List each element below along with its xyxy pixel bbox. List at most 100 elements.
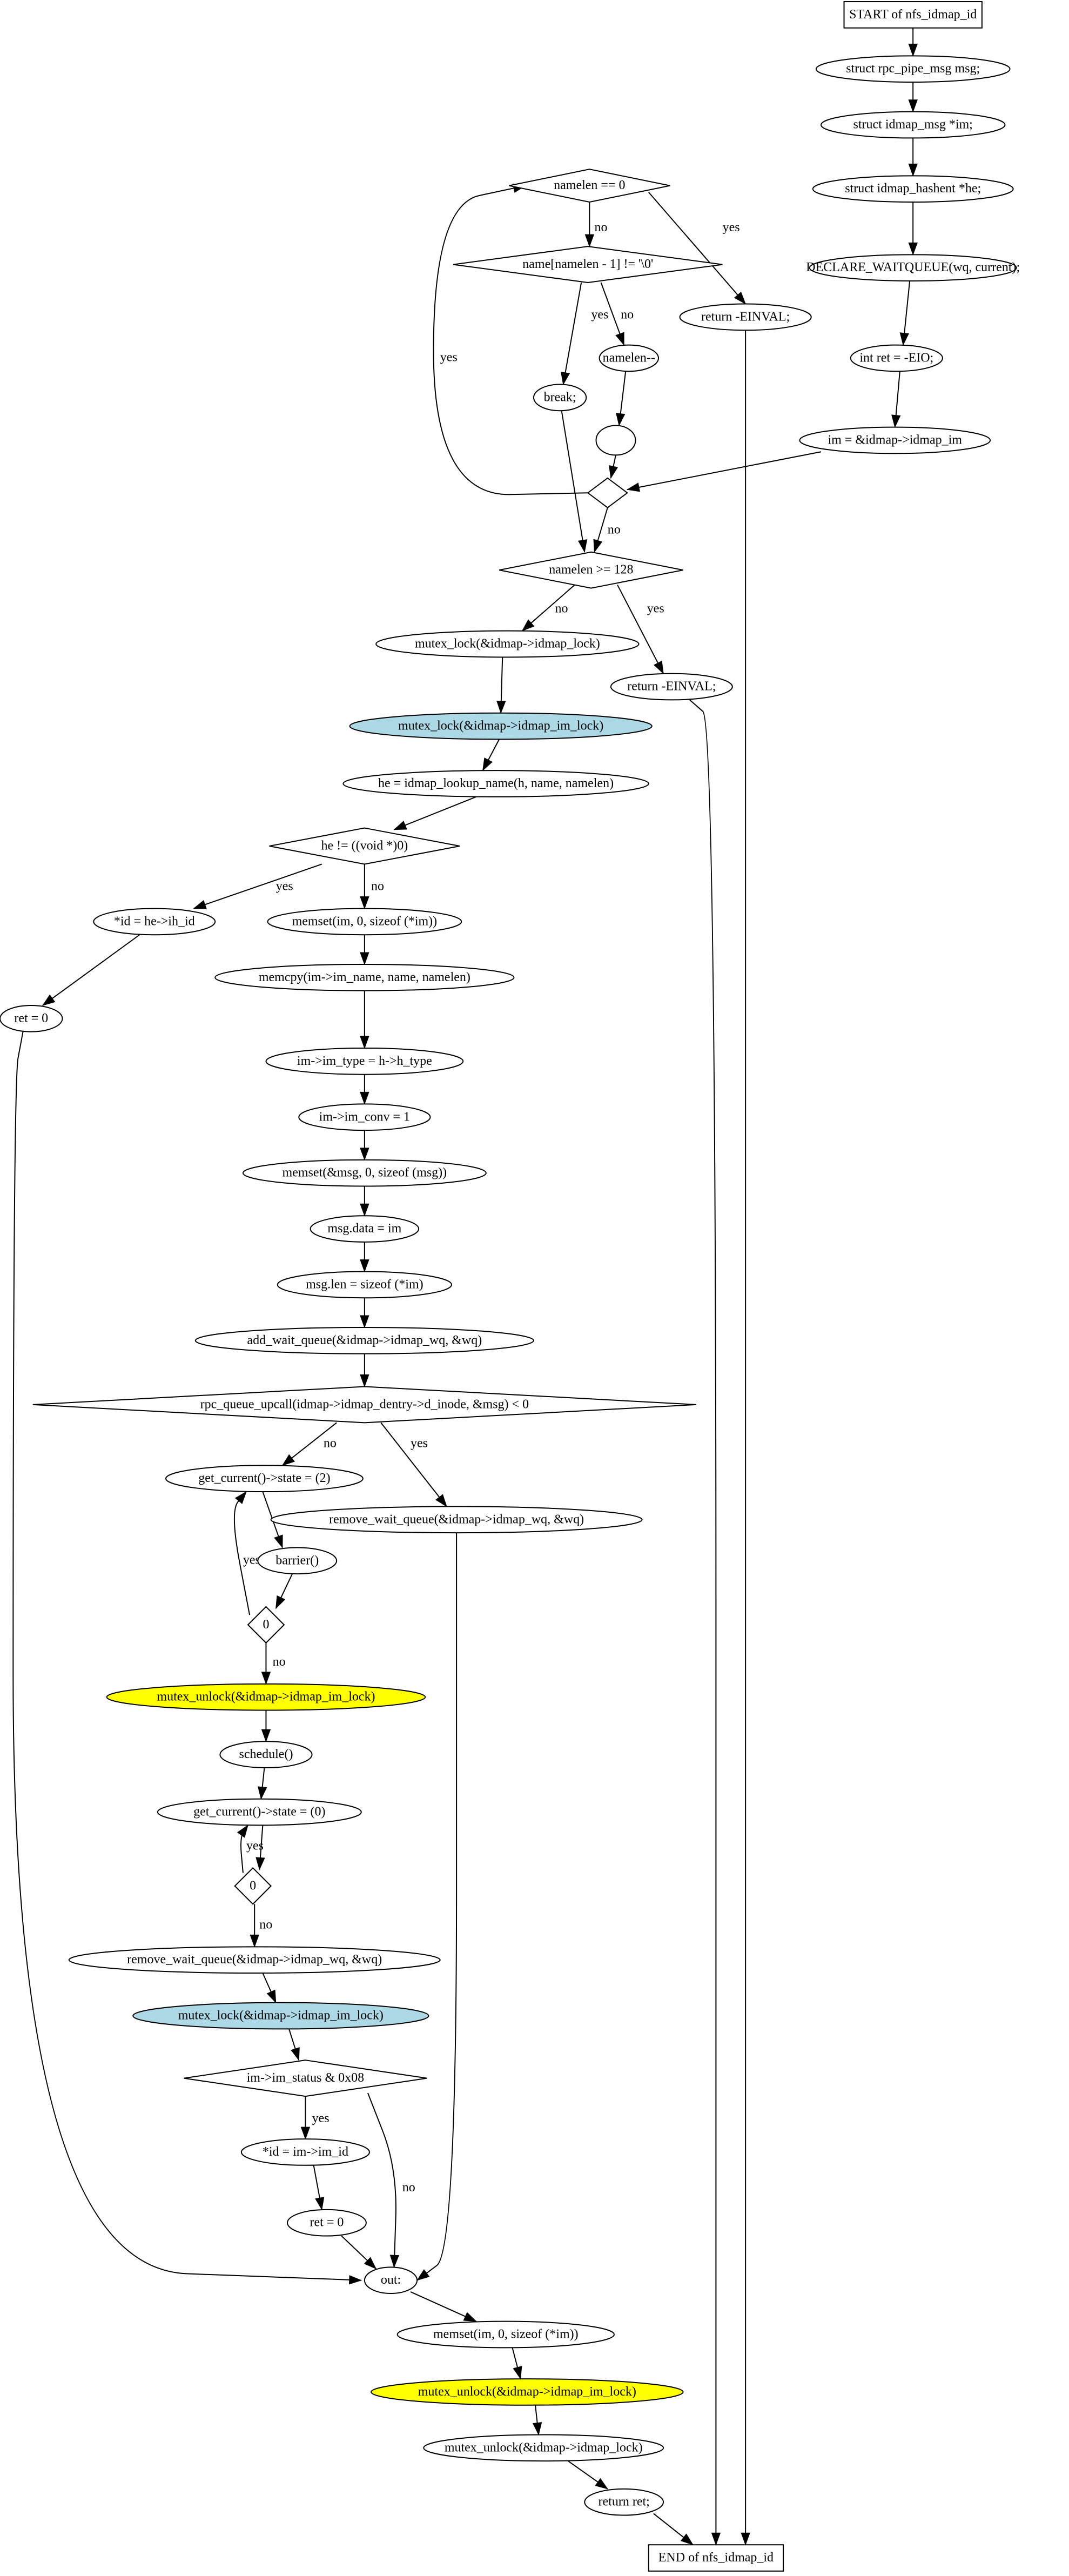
arrow-head <box>899 332 909 346</box>
edge-n9-to-d3 <box>609 455 618 479</box>
arrow-head <box>626 482 641 492</box>
node-diamond <box>499 551 683 589</box>
node-r1: return -EINVAL; <box>679 303 812 331</box>
edge-n12-to-d5 <box>393 796 476 830</box>
edge-n13-to-n15 <box>42 934 140 1006</box>
node-label: get_current()->state = (0) <box>193 1805 325 1819</box>
edge-n2-to-n3 <box>908 138 918 177</box>
node-label: im->im_type = h->h_type <box>297 1054 432 1068</box>
arrow-head <box>360 1374 369 1387</box>
node-label: schedule() <box>239 1747 293 1761</box>
arrow-head <box>595 2478 608 2490</box>
edge-d3-to-d1: yes <box>433 183 588 495</box>
node-ellipse <box>298 1103 431 1131</box>
node-d5: he != ((void *)0) <box>269 827 460 865</box>
arrow-head <box>711 2532 721 2546</box>
node-d3 <box>587 477 628 508</box>
edge-line <box>416 1533 458 2281</box>
arrow-head <box>654 660 664 675</box>
node-ellipse <box>809 254 1017 281</box>
arrow-head <box>521 619 535 632</box>
node-label: memset(im, 0, sizeof (*im)) <box>292 914 438 928</box>
node-ellipse <box>214 963 515 991</box>
arrow-head <box>908 242 918 256</box>
node-label: get_current()->state = (2) <box>198 1471 330 1485</box>
arrow-head <box>360 1315 369 1329</box>
node-ellipse <box>349 712 653 740</box>
node-n25: barrier() <box>257 1547 338 1575</box>
arrow-head <box>274 1534 283 1548</box>
node-n7: namelen-- <box>599 344 660 372</box>
node-label: mutex_unlock(&idmap->idmap_im_lock) <box>157 1690 375 1704</box>
edge-d1-to-d2: no <box>584 202 607 247</box>
node-ellipse <box>799 426 991 454</box>
edge-label: yes <box>591 307 608 321</box>
node-label: name[namelen - 1] != '\0' <box>522 257 653 271</box>
edge-r2-to-end <box>689 699 721 2546</box>
node-ellipse <box>584 2488 664 2516</box>
node-n29: remove_wait_queue(&idmap->idmap_wq, &wq) <box>68 1946 441 1974</box>
node-ellipse <box>0 1004 63 1032</box>
edge-label: no <box>555 602 568 616</box>
node-ellipse <box>242 1159 487 1187</box>
arrow-head <box>616 413 626 427</box>
edge-d3-to-d4: no <box>593 507 621 553</box>
node-ellipse <box>257 1547 338 1575</box>
node-label: msg.len = sizeof (*im) <box>306 1277 423 1291</box>
arrow-head <box>463 2312 477 2322</box>
node-ellipse <box>106 1683 426 1711</box>
node-ellipse <box>132 2002 429 2030</box>
node-label: struct idmap_hashent *he; <box>845 182 981 196</box>
node-n34: mutex_unlock(&idmap->idmap_im_lock) <box>371 2378 684 2406</box>
edge-n34-to-n35 <box>532 2405 542 2436</box>
node-label: START of nfs_idmap_id <box>849 8 977 22</box>
node-ellipse <box>850 344 943 372</box>
edge-line <box>617 585 664 674</box>
node-diamond <box>247 1606 285 1644</box>
node-label: mutex_lock(&idmap->idmap_im_lock) <box>398 719 603 733</box>
edge-start-to-n1 <box>908 28 918 57</box>
edge-line <box>12 1031 361 2281</box>
edge-line <box>380 1422 447 1507</box>
node-label: 0 <box>250 1879 256 1893</box>
node-n3: struct idmap_hashent *he; <box>812 175 1014 203</box>
arrow-head <box>315 2197 325 2211</box>
node-label: memcpy(im->im_name, name, namelen) <box>259 970 470 984</box>
node-n8: break; <box>533 384 587 412</box>
edge-line <box>433 185 588 495</box>
arrow-head <box>908 43 918 57</box>
node-label: memset(im, 0, sizeof (*im)) <box>433 2327 579 2342</box>
node-n15: ret = 0 <box>0 1004 63 1032</box>
node-ellipse <box>310 1215 420 1243</box>
node-n35: mutex_unlock(&idmap->idmap_lock) <box>423 2434 664 2462</box>
edge-n22-to-d6 <box>360 1353 369 1387</box>
node-n9 <box>595 425 636 456</box>
node-label: im = &idmap->idmap_im <box>828 433 963 447</box>
node-n31: *id = im->im_id <box>240 2138 370 2166</box>
arrow-head <box>42 994 56 1006</box>
arrow-head <box>615 332 624 346</box>
edge-d5-to-n14: no <box>360 864 384 910</box>
node-n36: return ret; <box>584 2488 664 2516</box>
edge-label: yes <box>411 1436 428 1450</box>
edge-n4-to-n5 <box>899 280 911 346</box>
node-n1: struct rpc_pipe_msg msg; <box>815 55 1011 83</box>
node-diamond <box>184 2060 427 2097</box>
node-n10: mutex_lock(&idmap->idmap_lock) <box>375 630 640 658</box>
node-n22: add_wait_queue(&idmap->idmap_wq, &wq) <box>194 1326 534 1354</box>
node-label: mutex_lock(&idmap->idmap_im_lock) <box>178 2009 384 2023</box>
node-ellipse <box>277 1271 452 1299</box>
node-n18: im->im_conv = 1 <box>298 1103 431 1131</box>
node-label: add_wait_queue(&idmap->idmap_wq, &wq) <box>247 1333 482 1347</box>
node-label: im->im_conv = 1 <box>319 1110 410 1124</box>
edge-n7-to-n9 <box>616 371 627 427</box>
node-label: namelen >= 128 <box>549 563 633 577</box>
node-diamond <box>453 246 723 284</box>
node-label: ret = 0 <box>14 1011 48 1025</box>
node-box <box>648 2544 784 2572</box>
edge-label: yes <box>276 880 293 894</box>
node-start: START of nfs_idmap_id <box>843 1 983 29</box>
node-ellipse <box>610 673 733 701</box>
node-label: int ret = -EIO; <box>859 351 933 365</box>
